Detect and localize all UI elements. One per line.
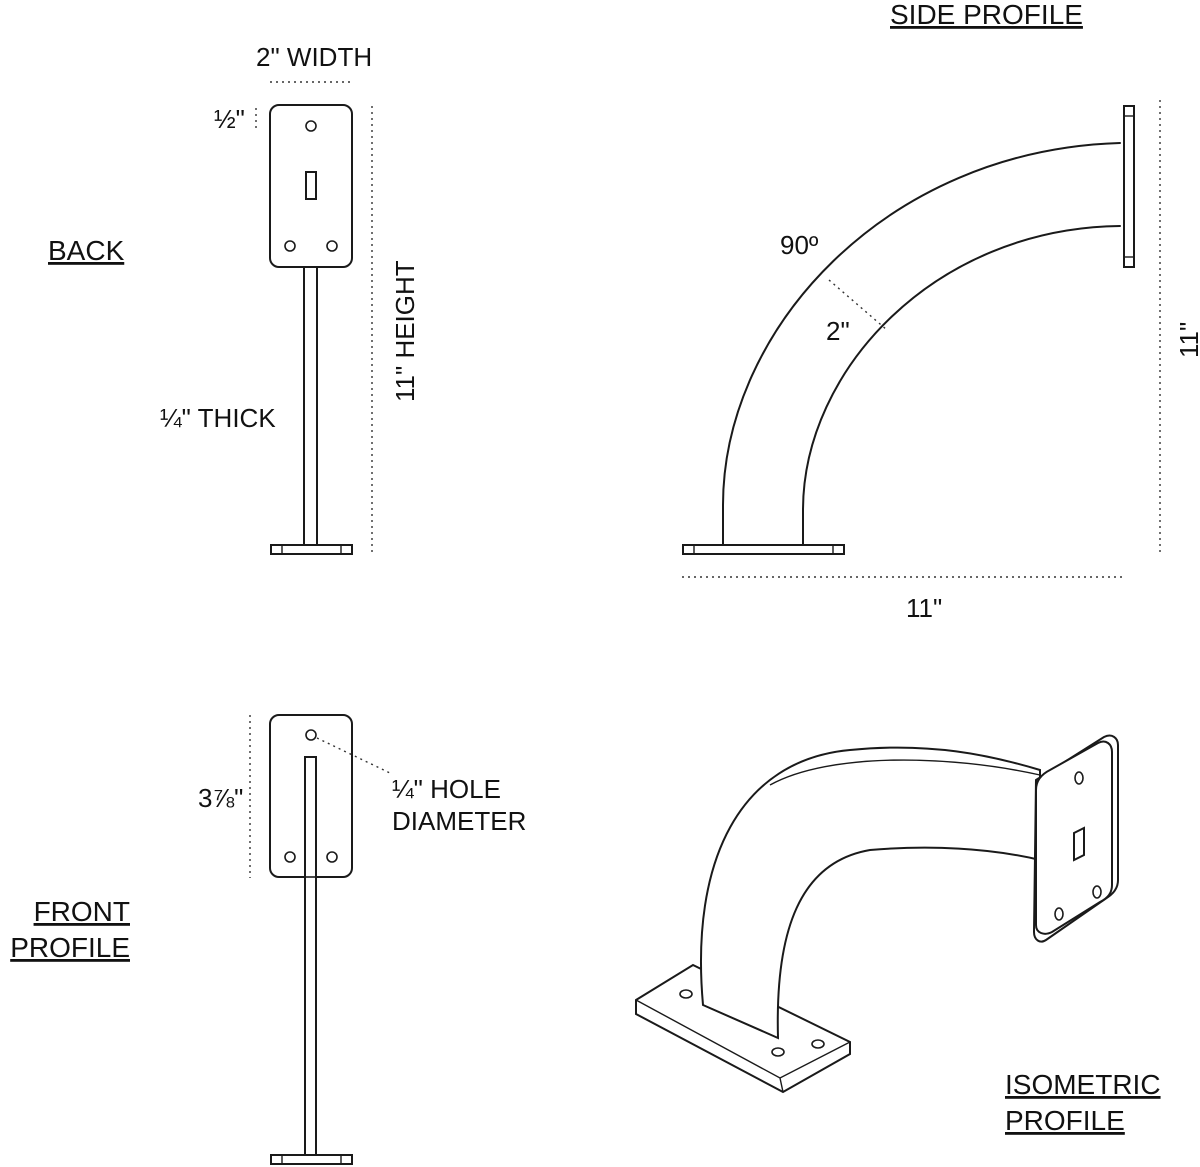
- front-bottom-right-screw-hole: [326, 851, 338, 863]
- back-top-screw-hole: [305, 120, 317, 132]
- side-length-label: 11": [906, 593, 942, 623]
- side-wall-plate: [1123, 105, 1135, 268]
- hole-callout-label-line1: ¼" HOLE: [392, 774, 501, 804]
- front-profile-title-line2: PROFILE: [10, 932, 130, 963]
- side-height-label: 11": [1174, 322, 1200, 358]
- side-inner-curve: [802, 225, 1121, 546]
- isometric-title-line1: ISOMETRIC: [1005, 1069, 1161, 1100]
- front-top-screw-hole: [305, 729, 317, 741]
- back-view-title: BACK: [48, 235, 125, 266]
- height-dimension-label: 11" HEIGHT: [390, 260, 420, 402]
- front-upright-bar-overlap: [304, 756, 317, 878]
- front-profile-title-line1: FRONT: [34, 896, 130, 927]
- front-foot-plate: [270, 1154, 353, 1165]
- iso-wall-bottom-right-hole: [1092, 885, 1102, 899]
- hole-callout-leader: [316, 737, 391, 774]
- iso-floor-hole-3: [811, 1039, 825, 1049]
- iso-floor-hole-2: [771, 1047, 785, 1057]
- back-foot-plate: [270, 544, 353, 555]
- iso-floor-plate-edge: [635, 999, 851, 1093]
- width-dimension-label: 2" WIDTH: [256, 42, 372, 72]
- side-floor-plate: [682, 544, 845, 555]
- angle-label: 90º: [780, 230, 819, 260]
- back-view: BACK 2" WIDTH ½" 11" HEIGHT ¼" THICK: [48, 42, 420, 555]
- front-upright-bar: [304, 756, 317, 1156]
- iso-curved-bar: [699, 746, 1041, 1040]
- iso-wall-bottom-left-hole: [1054, 907, 1064, 921]
- iso-curved-bar-bottom-edge: [702, 1004, 779, 1039]
- top-offset-dimension-label: ½": [214, 104, 245, 134]
- isometric-view: ISOMETRIC PROFILE: [635, 734, 1161, 1136]
- back-bottom-left-screw-hole: [284, 240, 296, 252]
- bend-width-label: 2": [826, 316, 850, 346]
- front-profile-view: FRONT PROFILE 3⅞" ¼" HOLE DIAMETER: [10, 714, 526, 1165]
- back-upright-bar: [303, 266, 318, 546]
- side-outer-curve: [722, 142, 1121, 546]
- hole-spacing-label: 3⅞": [198, 783, 243, 813]
- iso-curved-bar-top-edge: [769, 759, 1041, 786]
- bend-width-dimension-line: [828, 279, 888, 331]
- back-center-slot: [305, 171, 317, 200]
- thickness-label: ¼" THICK: [160, 403, 276, 433]
- side-profile-view: SIDE PROFILE 90º 2" 11" 11": [682, 0, 1200, 623]
- iso-floor-hole-1: [679, 989, 693, 999]
- iso-wall-top-hole: [1074, 771, 1084, 785]
- iso-wall-slot: [1073, 826, 1085, 862]
- isometric-title-line2: PROFILE: [1005, 1105, 1125, 1136]
- front-bottom-left-screw-hole: [284, 851, 296, 863]
- back-bottom-right-screw-hole: [326, 240, 338, 252]
- hole-callout-label-line2: DIAMETER: [392, 806, 526, 836]
- side-profile-title: SIDE PROFILE: [890, 0, 1083, 30]
